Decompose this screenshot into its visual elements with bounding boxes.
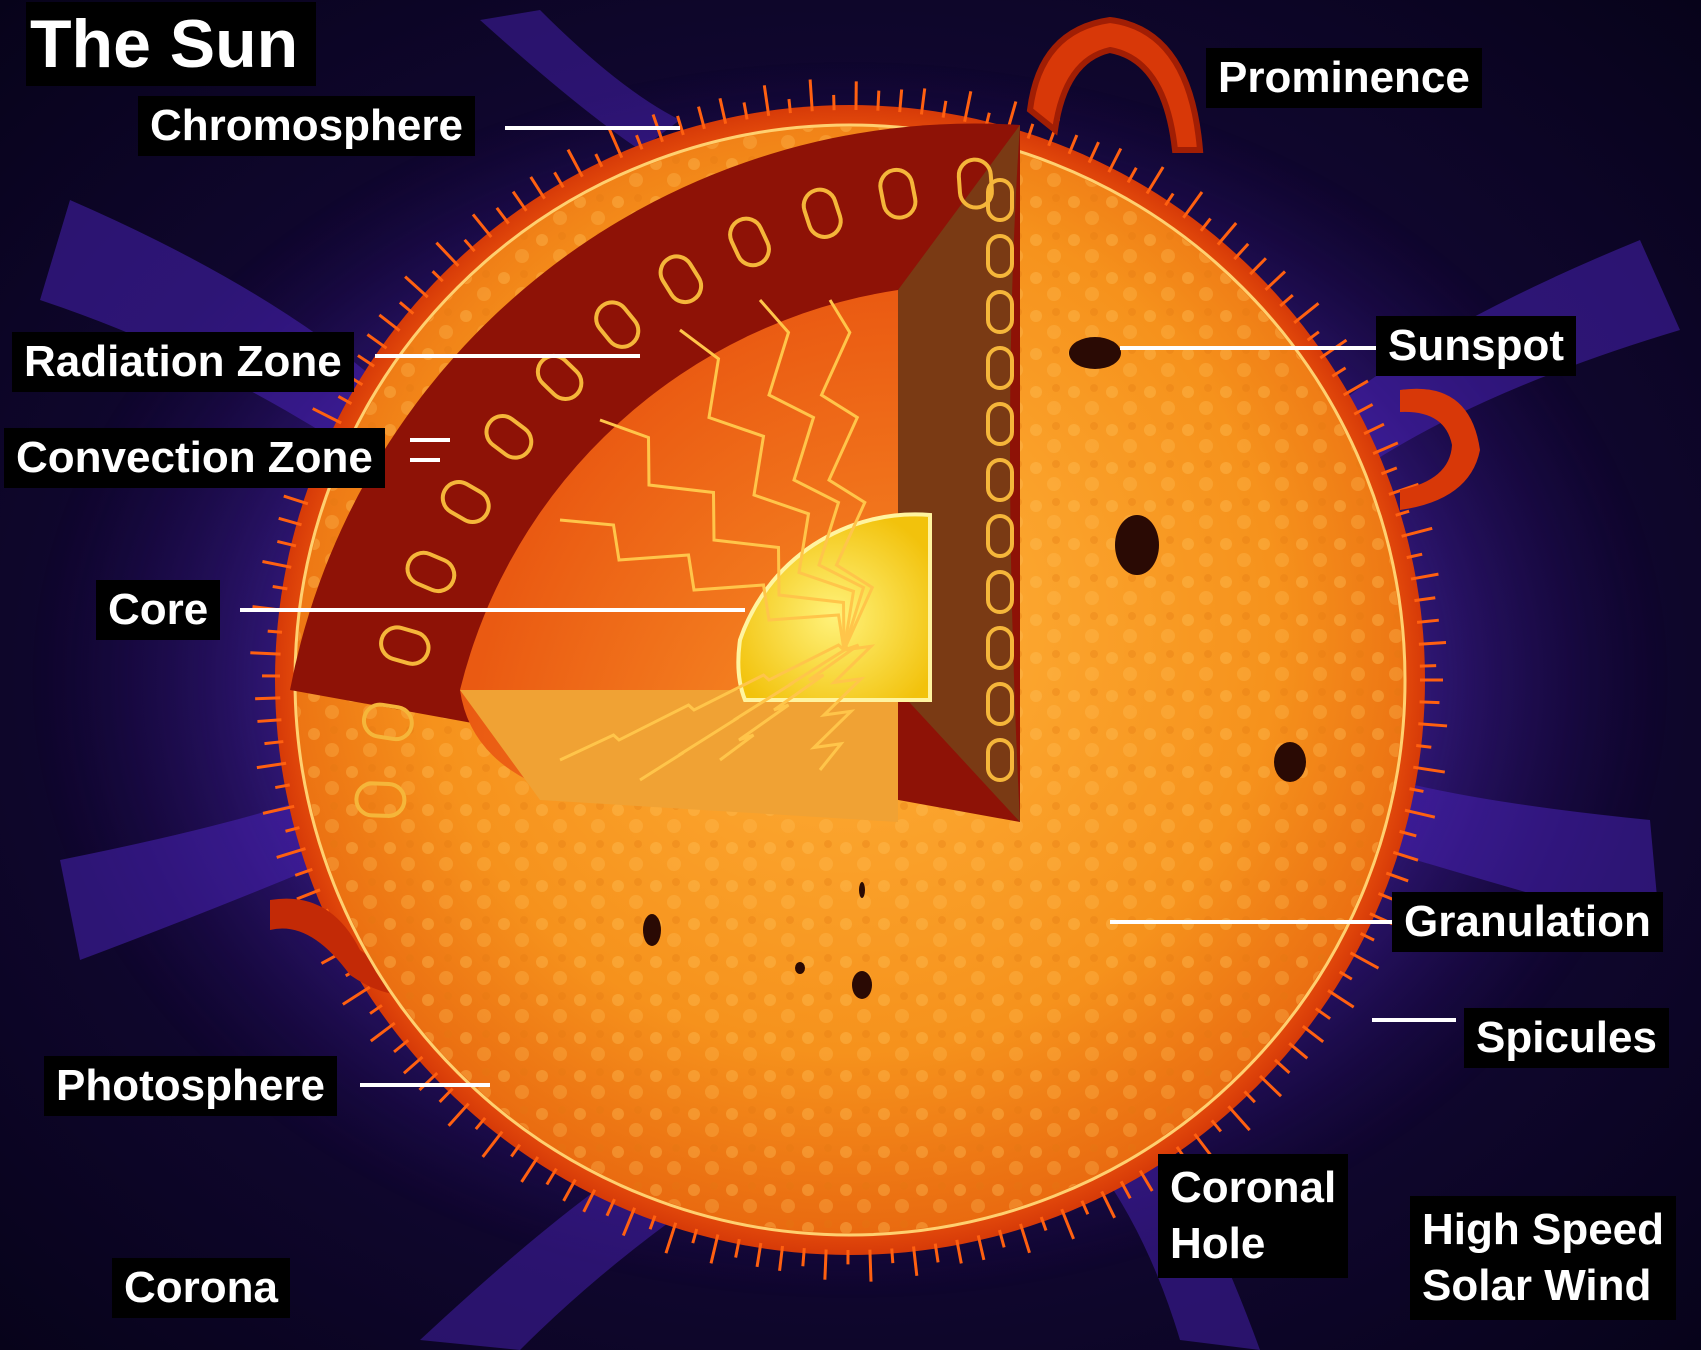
label-granulation: Granulation bbox=[1392, 892, 1663, 952]
label-coronal-hole-line-1: Coronal bbox=[1170, 1160, 1336, 1216]
label-coronal-hole-line-2: Hole bbox=[1170, 1216, 1336, 1272]
spicule bbox=[900, 89, 902, 112]
label-photosphere: Photosphere bbox=[44, 1056, 337, 1116]
spicule bbox=[789, 99, 790, 113]
spicule bbox=[803, 1248, 804, 1266]
label-core: Core bbox=[96, 580, 220, 640]
spicule bbox=[825, 1250, 826, 1280]
label-radiation-zone: Radiation Zone bbox=[12, 332, 354, 392]
diagram-title: The Sun bbox=[26, 2, 316, 86]
spicule bbox=[892, 1248, 893, 1263]
spicule bbox=[264, 742, 283, 744]
sunspot-6 bbox=[795, 962, 805, 974]
sunspot-5 bbox=[852, 971, 872, 999]
label-convection-zone: Convection Zone bbox=[4, 428, 385, 488]
label-high-speed-solar-wind: High Speed Solar Wind bbox=[1410, 1196, 1676, 1320]
spicule bbox=[1419, 643, 1446, 645]
sunspot-3 bbox=[1274, 742, 1306, 782]
spicule bbox=[878, 91, 879, 111]
spicule bbox=[1420, 702, 1440, 703]
sunspot-2 bbox=[1115, 515, 1159, 575]
label-sunspot: Sunspot bbox=[1376, 316, 1576, 376]
spicule bbox=[255, 698, 280, 699]
spicule bbox=[250, 653, 280, 654]
label-corona: Corona bbox=[112, 1258, 290, 1318]
label-prominence: Prominence bbox=[1206, 48, 1482, 108]
spicule bbox=[870, 1250, 871, 1282]
label-coronal-hole: Coronal Hole bbox=[1158, 1154, 1348, 1278]
sunspot-1 bbox=[1069, 337, 1121, 369]
label-chromosphere: Chromosphere bbox=[138, 96, 475, 156]
label-solar-wind-line-1: High Speed bbox=[1422, 1202, 1664, 1258]
label-solar-wind-line-2: Solar Wind bbox=[1422, 1258, 1664, 1314]
sunspot-4 bbox=[643, 914, 661, 946]
spicule bbox=[268, 631, 282, 632]
spicule bbox=[257, 720, 281, 722]
sunspot-7 bbox=[859, 882, 865, 898]
label-spicules: Spicules bbox=[1464, 1008, 1669, 1068]
spicule bbox=[1416, 746, 1431, 748]
spicule bbox=[810, 79, 812, 111]
